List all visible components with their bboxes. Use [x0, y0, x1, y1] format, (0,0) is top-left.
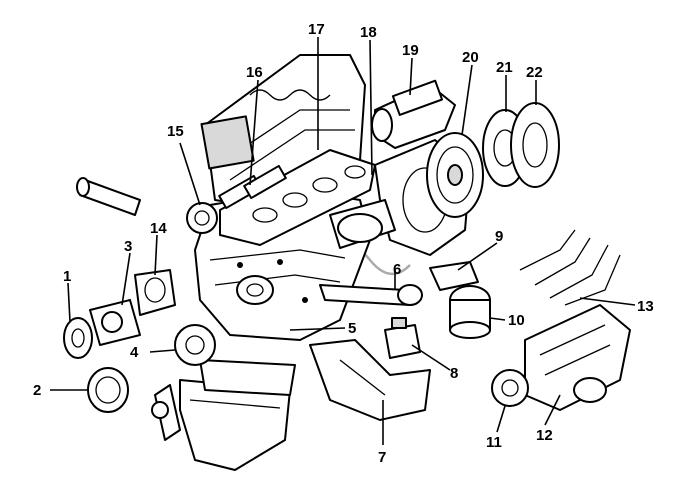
callout-4: 4 — [130, 344, 139, 361]
callout-14: 14 — [150, 220, 167, 237]
callout-5: 5 — [348, 320, 356, 337]
connecting-rod — [319, 284, 423, 306]
callout-12: 12 — [536, 427, 553, 444]
water-pump-hub — [89, 299, 141, 346]
pressure-plate — [510, 102, 560, 188]
oil-pickup — [151, 384, 181, 441]
fuel-lines — [519, 229, 621, 306]
oil-sump — [179, 359, 296, 471]
callout-21: 21 — [496, 59, 513, 76]
crank-pulley — [63, 317, 93, 359]
oil-filter — [449, 285, 491, 339]
callout-13: 13 — [637, 298, 654, 315]
callout-8: 8 — [450, 365, 458, 382]
injection-pump — [524, 304, 631, 411]
callout-9: 9 — [495, 228, 503, 245]
leader-lines — [50, 37, 636, 445]
callout-7: 7 — [378, 449, 386, 466]
thermostat-housing — [429, 261, 479, 291]
callout-11: 11 — [486, 434, 502, 451]
coolant-pipe — [76, 177, 141, 216]
water-pump-body — [134, 269, 176, 316]
callout-2: 2 — [33, 382, 41, 399]
callout-15: 15 — [167, 123, 184, 140]
callout-18: 18 — [360, 24, 377, 41]
pump-drive-gear — [491, 369, 529, 407]
callout-19: 19 — [402, 42, 419, 59]
callout-10: 10 — [508, 312, 525, 329]
callout-16: 16 — [246, 64, 263, 81]
callout-labels: 1 2 3 4 5 6 7 8 9 10 11 12 13 14 15 16 1… — [33, 21, 654, 466]
callout-20: 20 — [462, 49, 479, 66]
camshaft-gear — [186, 202, 218, 234]
head-gasket — [219, 149, 376, 246]
callout-22: 22 — [526, 64, 543, 81]
mounting-bracket-frame — [309, 339, 431, 421]
engine-mount — [384, 317, 421, 359]
callout-1: 1 — [63, 268, 71, 285]
callout-6: 6 — [393, 261, 401, 278]
callout-17: 17 — [308, 21, 325, 38]
flywheel — [426, 132, 484, 218]
crankshaft — [329, 199, 396, 249]
starter-motor — [371, 79, 456, 149]
timing-gear — [174, 324, 216, 366]
callout-3: 3 — [124, 238, 132, 255]
damper-pulley — [87, 367, 129, 413]
